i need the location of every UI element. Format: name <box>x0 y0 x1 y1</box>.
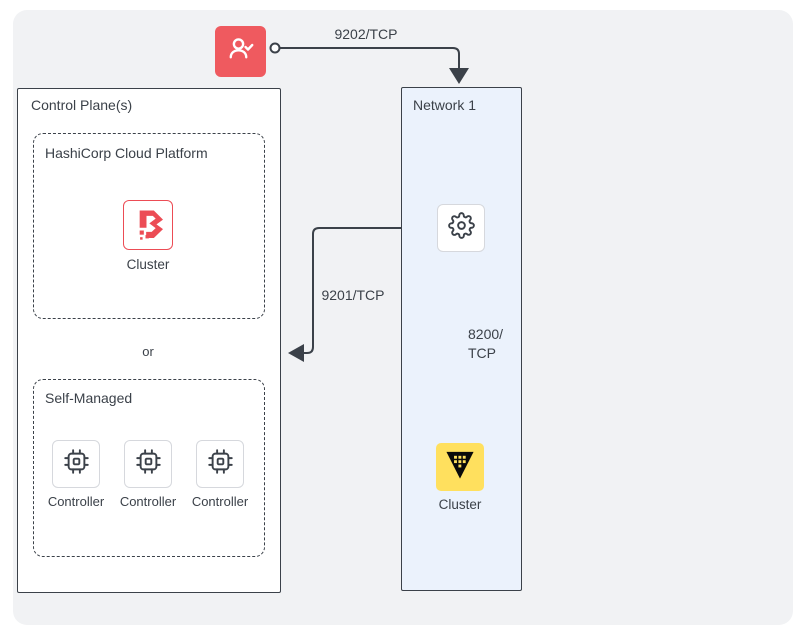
self-managed-title: Self-Managed <box>45 390 133 406</box>
boundary-logo-icon <box>128 203 168 248</box>
gear-icon <box>447 212 475 244</box>
controller-label: Controller <box>119 494 177 509</box>
controller-node <box>196 440 244 488</box>
boundary-cluster-label: Cluster <box>126 257 170 272</box>
network-title: Network 1 <box>413 97 477 113</box>
port-label-8200: 8200/ TCP <box>468 325 503 363</box>
controller-node <box>124 440 172 488</box>
user-check-icon <box>226 34 256 69</box>
cpu-icon <box>63 448 90 480</box>
vault-cluster-label: Cluster <box>438 497 482 512</box>
self-managed-box <box>33 379 265 557</box>
cpu-icon <box>135 448 162 480</box>
worker-node <box>437 204 485 252</box>
port-label-8200-line1: 8200/ <box>468 326 504 342</box>
controller-node <box>52 440 100 488</box>
vault-logo-icon <box>439 444 481 491</box>
hcp-box <box>33 133 265 319</box>
hcp-title: HashiCorp Cloud Platform <box>45 145 208 161</box>
port-label-8200-line2: TCP <box>468 345 496 361</box>
controller-label: Controller <box>191 494 249 509</box>
boundary-cluster-node <box>123 200 173 250</box>
or-label: or <box>142 344 154 359</box>
port-label-9202: 9202/TCP <box>334 26 398 42</box>
control-plane-title: Control Plane(s) <box>31 97 133 113</box>
vault-cluster-node <box>436 443 484 491</box>
port-label-9201: 9201/TCP <box>321 287 385 303</box>
client-node <box>215 26 266 77</box>
control-plane-box <box>17 88 281 593</box>
controller-label: Controller <box>47 494 105 509</box>
cpu-icon <box>207 448 234 480</box>
network-box <box>401 87 522 591</box>
